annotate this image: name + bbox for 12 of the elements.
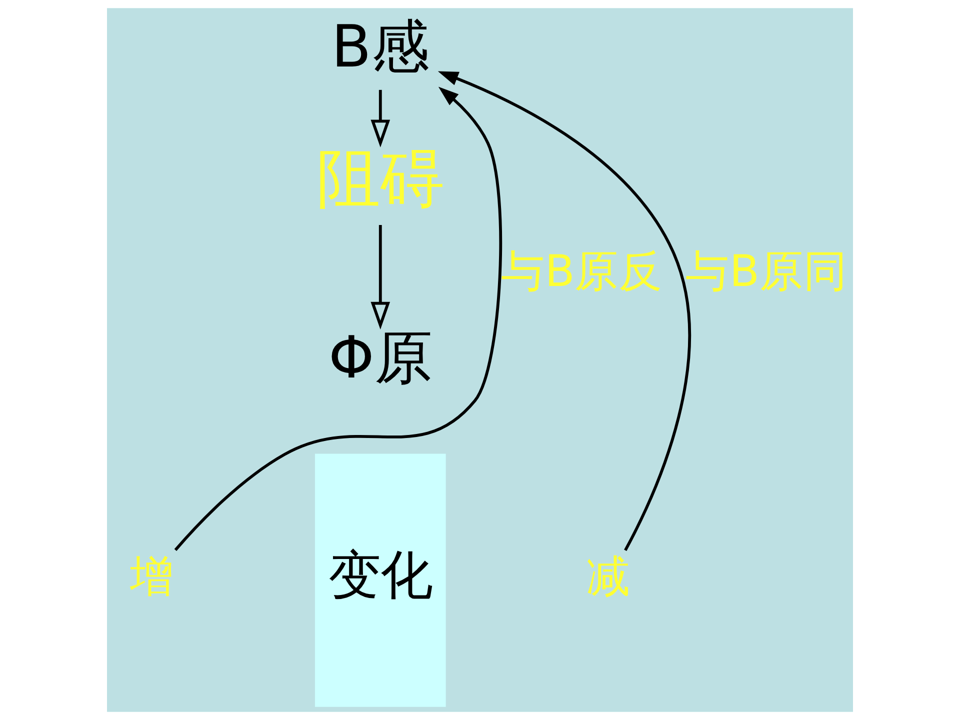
node-text: 增: [130, 552, 174, 602]
arrow: [370, 224, 390, 330]
node-text: B感: [331, 12, 430, 80]
node-text: Φ原: [328, 323, 432, 392]
arrow: [370, 90, 390, 148]
arrow: [174, 86, 502, 551]
node-box: 变化: [314, 454, 446, 707]
edge-label: 与B原反: [500, 246, 663, 297]
edge-label: 与B原同: [686, 246, 848, 297]
arrow: [438, 71, 691, 551]
node-text: 减: [586, 552, 631, 602]
node-text: 阻碍: [316, 142, 444, 216]
